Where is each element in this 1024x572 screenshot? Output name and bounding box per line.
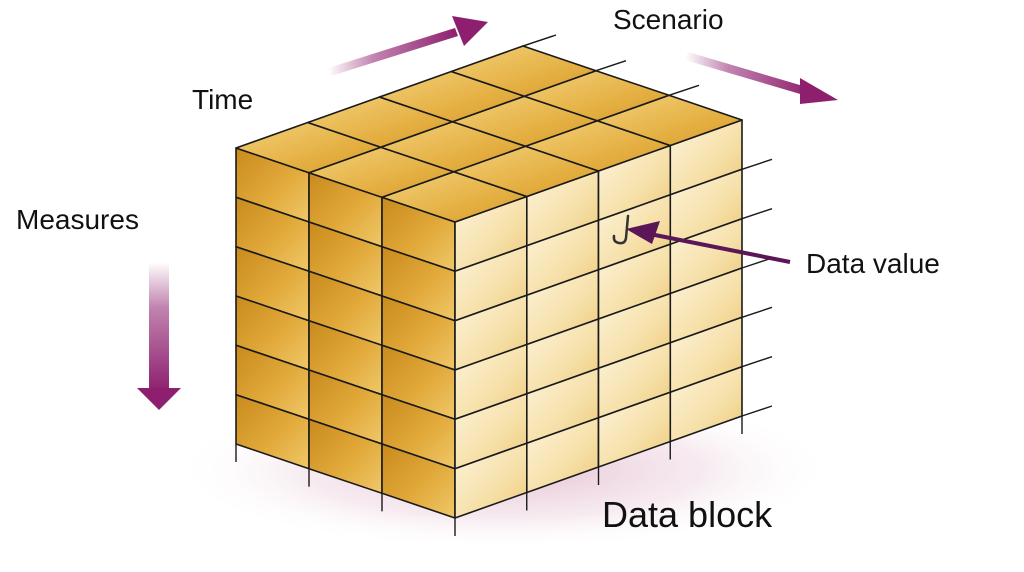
data-value-callout <box>612 214 791 264</box>
time-label: Time <box>192 84 254 115</box>
data-value-marker-icon <box>612 214 630 245</box>
grid-extension-line <box>595 60 627 72</box>
grid-extension-line <box>741 208 773 220</box>
data-cube <box>235 34 773 536</box>
grid-extension-line <box>741 356 773 368</box>
measures-label: Measures <box>16 204 139 235</box>
grid-extension-line <box>668 84 700 96</box>
scenario-arrow-icon <box>685 52 838 104</box>
callout-arrow-line <box>639 230 791 264</box>
callout-arrowhead-icon <box>626 221 660 244</box>
grid-extension-line <box>741 158 773 170</box>
grid-extension-line <box>741 257 773 269</box>
data-block-label: Data block <box>602 494 773 535</box>
scenario-label: Scenario <box>613 4 724 35</box>
data-value-label: Data value <box>806 248 940 279</box>
time-arrow-icon <box>328 16 488 76</box>
grid-extension-line <box>519 34 557 48</box>
measures-arrow-icon <box>137 262 181 410</box>
grid-extension-line <box>741 405 773 417</box>
grid-extension-line <box>741 306 773 318</box>
